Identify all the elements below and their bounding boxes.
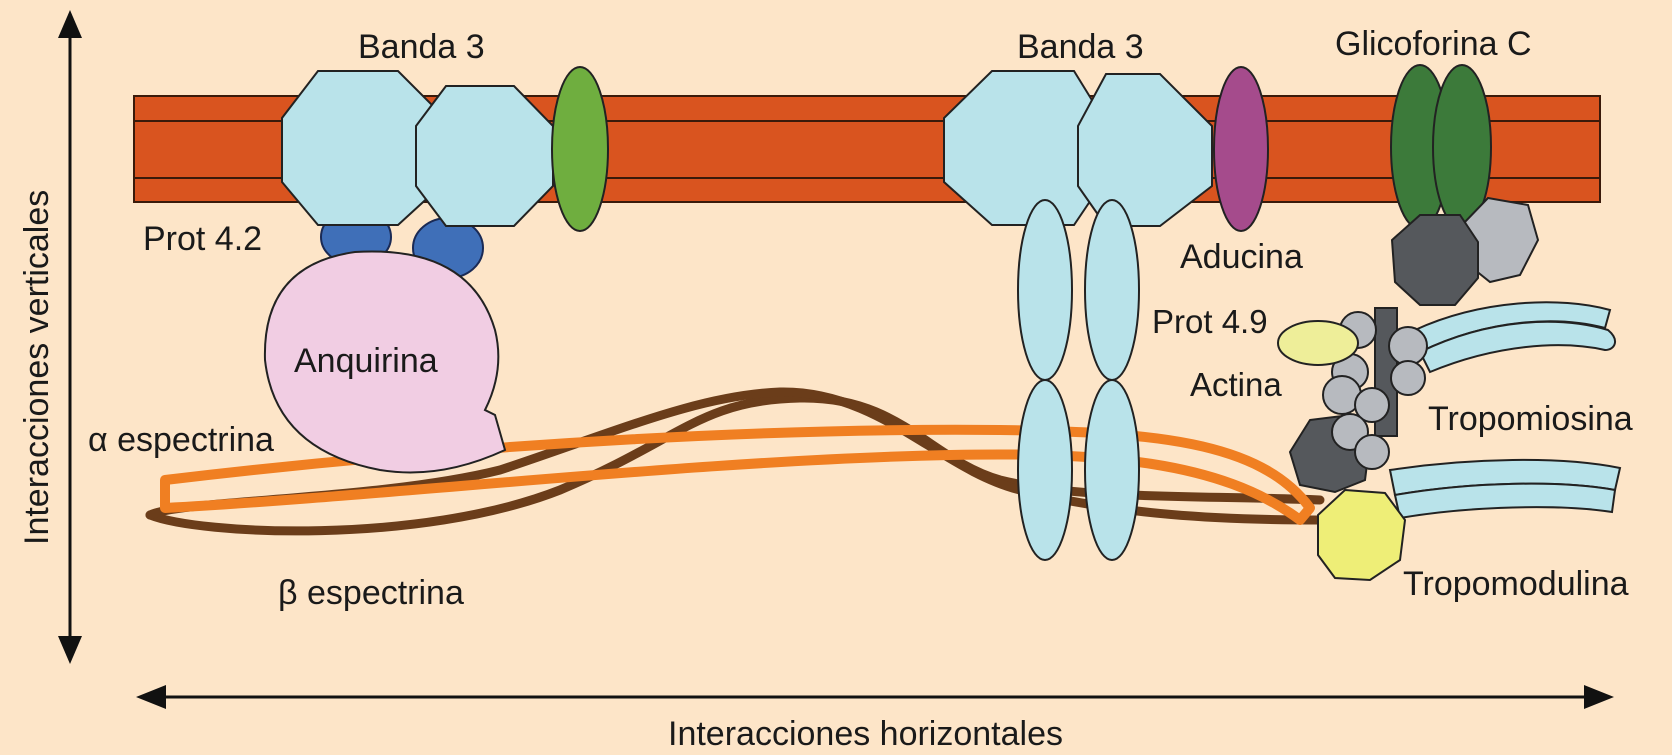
- banda-3-left: [282, 71, 553, 226]
- banda-3-right: [944, 71, 1212, 226]
- label-glicoforina-c: Glicoforina C: [1335, 25, 1532, 63]
- green-membrane-protein: [552, 67, 608, 231]
- label-axis-vertical: Interacciones verticales: [18, 190, 56, 545]
- tropomiosina-lower: [1390, 460, 1620, 518]
- glicoforina-c-protein: [1391, 65, 1491, 229]
- tropomodulina-protein: [1318, 490, 1405, 580]
- tropomiosina-upper: [1415, 302, 1615, 372]
- label-alpha-espectrina: α espectrina: [88, 421, 274, 459]
- label-beta-espectrina: β espectrina: [278, 574, 464, 612]
- label-anquirina: Anquirina: [294, 342, 438, 380]
- prot-4-9-protein: [1278, 321, 1358, 365]
- label-aducina: Aducina: [1180, 238, 1303, 276]
- aducina-protein: [1214, 67, 1268, 231]
- label-tropomodulina: Tropomodulina: [1403, 565, 1629, 603]
- label-prot-4-9: Prot 4.9: [1152, 303, 1268, 340]
- horizontal-axis-arrow: [136, 685, 1614, 709]
- label-tropomiosina: Tropomiosina: [1428, 400, 1633, 438]
- label-prot-4-2: Prot 4.2: [143, 220, 262, 258]
- vertical-axis-arrow: [58, 10, 82, 664]
- label-axis-horizontal: Interacciones horizontales: [668, 715, 1063, 753]
- label-banda-3-right: Banda 3: [1017, 28, 1144, 66]
- label-actina: Actina: [1190, 366, 1282, 403]
- label-banda-3-left: Banda 3: [358, 28, 485, 66]
